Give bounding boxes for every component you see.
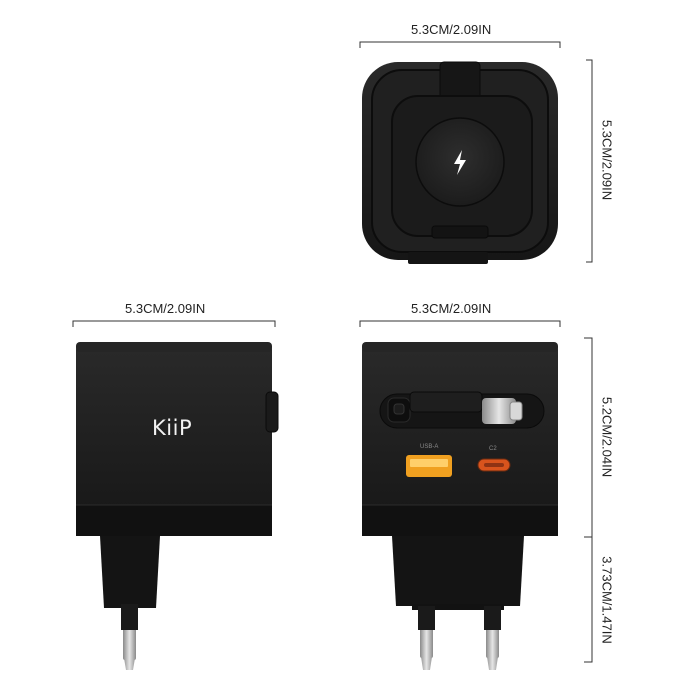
top-view-depth-label: 5.3CM/2.09IN [599,119,615,201]
top-view [362,61,558,264]
usb-c-port-label: C2 [489,446,497,452]
dimension-lines [72,41,593,663]
top-view-width-label: 5.3CM/2.09IN [411,22,492,37]
side-view-height-label: 5.2CM/2.04IN [599,396,615,478]
usb-a-port-label: USB-A [420,444,439,450]
brand-logo: KiiP [152,416,193,440]
side-view-width-label: 5.3CM/2.09IN [411,301,492,316]
side-view [362,342,558,670]
front-view [76,342,279,670]
front-view-width-label: 5.3CM/2.09IN [125,301,206,316]
plug-length-label: 3.73CM/1.47IN [599,556,615,644]
